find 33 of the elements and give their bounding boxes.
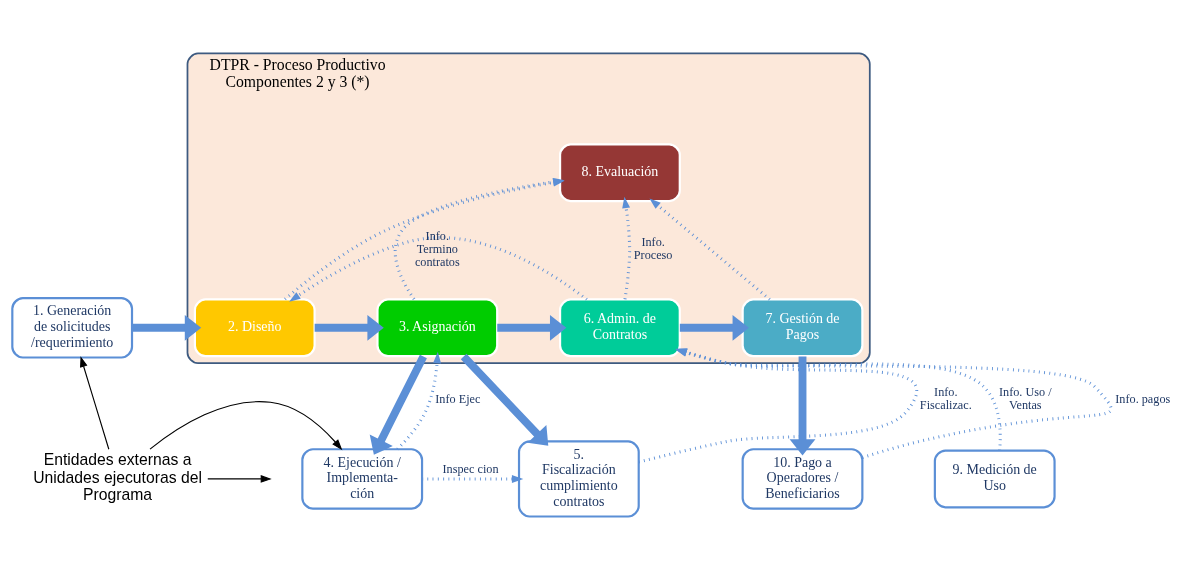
- arrow: [622, 196, 632, 300]
- node-box: 1. Generación de solicitudes /requerimiento: [11, 297, 134, 359]
- arrow: [789, 356, 816, 456]
- edge-label: Info. pagos: [1115, 391, 1171, 406]
- node-box: 7. Gestión de Pagos: [741, 298, 864, 358]
- arrow: [132, 314, 202, 341]
- arrow: [460, 353, 549, 446]
- arrow: [369, 354, 427, 455]
- arrow: [207, 475, 272, 483]
- node-box: 6. Admin. de Contratos: [559, 298, 681, 358]
- arrow: [289, 236, 588, 302]
- edge-label: Inspec cion: [442, 462, 499, 476]
- arrow: [396, 351, 442, 451]
- node-box: 3. Asignación: [376, 298, 499, 358]
- node-box: 8. Evaluación: [559, 143, 681, 203]
- node-box: 9. Medición de Uso: [933, 449, 1056, 509]
- arrow: [149, 401, 343, 451]
- arrow: [422, 474, 524, 483]
- arrow: [314, 314, 384, 341]
- edge-label: Info. Fiscalizac.: [919, 385, 972, 413]
- edge-label: Info. Termino contratos: [414, 228, 460, 269]
- edge-label: Info. Uso / Ventas: [998, 385, 1052, 413]
- arrow: [80, 356, 110, 450]
- node-box: 10. Pago a Operadores / Beneficiarios: [741, 448, 864, 510]
- node-box: 2. Diseño: [193, 298, 316, 358]
- arrow: [497, 314, 567, 341]
- node-text: Entidades externas a Unidades ejecutoras del Programa: [33, 451, 202, 504]
- arrow: [679, 314, 749, 341]
- arrow: [649, 198, 771, 301]
- node-box: 4. Ejecución / Implementa- ción: [301, 448, 424, 510]
- edge-label: Info. Proceso: [633, 235, 673, 263]
- node-box: 5. Fiscalización cumplimiento contratos: [517, 440, 640, 518]
- edge-label: Info Ejec: [435, 391, 481, 406]
